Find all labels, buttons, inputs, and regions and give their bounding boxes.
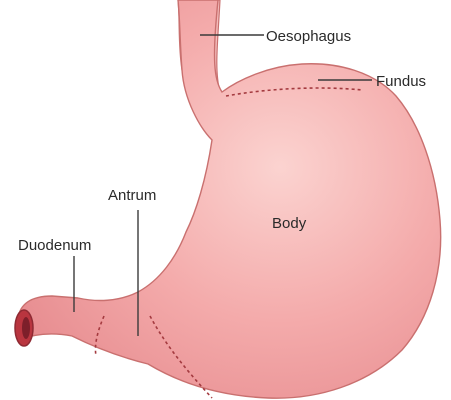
label-body: Body (272, 215, 307, 232)
stomach-shape (18, 0, 441, 398)
label-antrum: Antrum (108, 187, 156, 204)
label-duodenum: Duodenum (18, 237, 91, 254)
label-fundus: Fundus (376, 73, 426, 90)
label-oesophagus: Oesophagus (266, 28, 351, 45)
